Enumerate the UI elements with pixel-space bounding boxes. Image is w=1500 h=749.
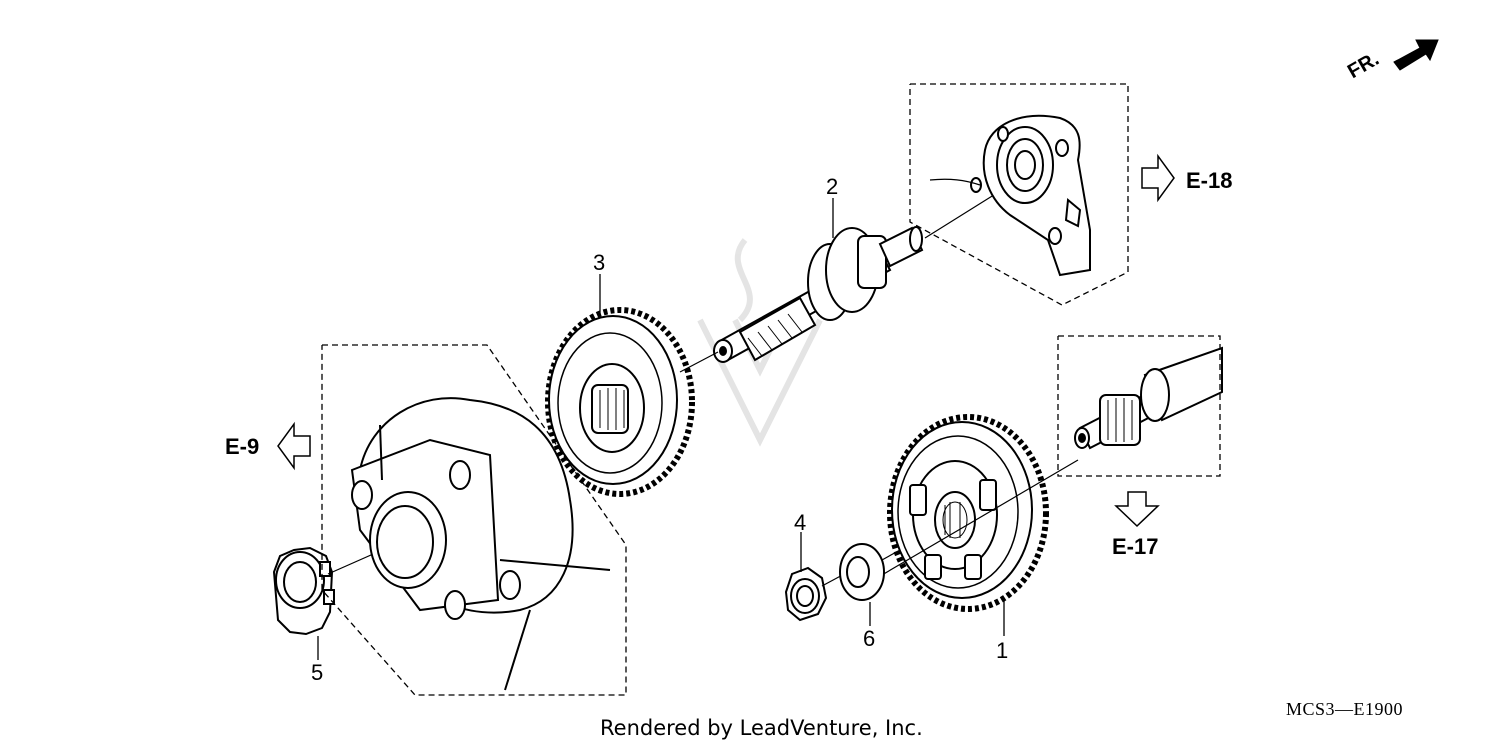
castle-nut-part-5	[272, 546, 335, 636]
crankcase-housing	[350, 397, 611, 691]
part-number-4: 4	[794, 510, 807, 535]
arrow-down-e17-icon	[1114, 491, 1160, 528]
axis-line-part-1	[869, 459, 1079, 583]
washer-part-6	[839, 543, 885, 601]
reference-e9[interactable]: E-9	[225, 434, 260, 459]
gear-part-1	[887, 414, 1049, 612]
crankcase-dashed-box	[321, 344, 627, 696]
bearing-housing-detail	[929, 114, 1091, 277]
part-number-3: 3	[593, 250, 606, 275]
leader-lines	[317, 198, 1005, 660]
shaft-part-2	[713, 226, 924, 363]
reference-e18[interactable]: E-18	[1186, 168, 1233, 193]
axis-line-part-3	[679, 351, 719, 373]
drawing-code: MCS3—E1900	[1286, 699, 1404, 719]
splined-shaft-detail	[1074, 346, 1223, 450]
axis-line-part-2	[924, 187, 1006, 239]
reference-e17[interactable]: E-17	[1112, 534, 1159, 559]
part-number-6: 6	[863, 626, 876, 651]
front-direction-arrow-icon	[1393, 39, 1439, 71]
nut-part-4	[784, 566, 828, 622]
axis-line-part-6	[881, 549, 901, 561]
arrow-right-e18-icon	[1141, 153, 1175, 203]
shaft-dashed-box	[1057, 335, 1221, 477]
part-number-1: 1	[996, 638, 1009, 663]
part-number-5: 5	[311, 660, 324, 685]
gear-part-3	[545, 307, 695, 497]
part-number-2: 2	[826, 174, 839, 199]
bearing-housing-dashed-box	[909, 83, 1129, 306]
arrow-left-e9-icon	[277, 421, 311, 471]
rendered-by-footer: Rendered by LeadVenture, Inc.	[600, 716, 923, 740]
